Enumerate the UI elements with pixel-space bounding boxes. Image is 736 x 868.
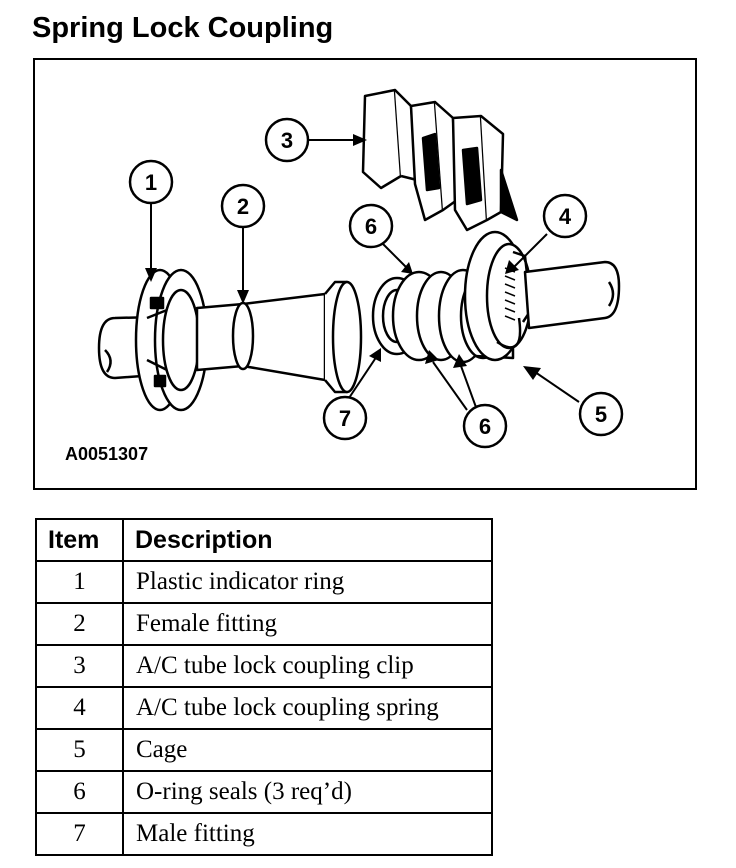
item-description: Female fitting [122,602,493,646]
svg-text:2: 2 [237,194,249,219]
callout-4: 4 [542,193,588,239]
item-description: O-ring seals (3 req’d) [122,770,493,814]
parts-table: Item Description 1 Plastic indicator rin… [35,518,493,856]
indicator-ring [134,268,209,412]
svg-text:5: 5 [595,402,607,427]
table-row: 7 Male fitting [35,812,493,856]
female-fitting [195,280,363,394]
item-number: 4 [35,686,124,730]
table-row: 2 Female fitting [35,602,493,646]
lock-coupling-clip [361,88,519,232]
coupling-illustration: 1 2 3 4 6 7 6 5 [97,88,624,449]
table-header-row: Item Description [35,518,493,562]
table-row: 1 Plastic indicator ring [35,560,493,604]
svg-text:6: 6 [479,414,491,439]
callout-1: 1 [128,159,174,205]
header-item: Item [35,518,124,562]
table-row: 5 Cage [35,728,493,772]
table-row: 4 A/C tube lock coupling spring [35,686,493,730]
item-number: 3 [35,644,124,688]
male-tube [523,260,621,330]
callout-3: 3 [264,117,310,163]
item-description: A/C tube lock coupling clip [122,644,493,688]
leader-arrows [145,134,580,411]
svg-text:6: 6 [365,214,377,239]
table-row: 6 O-ring seals (3 req’d) [35,770,493,814]
svg-text:7: 7 [339,406,351,431]
table-row: 3 A/C tube lock coupling clip [35,644,493,688]
item-description: Cage [122,728,493,772]
item-number: 2 [35,602,124,646]
svg-text:1: 1 [145,170,157,195]
item-description: A/C tube lock coupling spring [122,686,493,730]
page-title: Spring Lock Coupling [32,12,334,44]
figure-id: A0051307 [65,444,149,464]
cage-and-spring [463,230,533,362]
callout-2: 2 [220,183,266,229]
header-description: Description [122,518,493,562]
item-description: Plastic indicator ring [122,560,493,604]
callout-5: 5 [578,391,624,437]
exploded-diagram: 1 2 3 4 6 7 6 5 A0051307 [33,58,697,490]
svg-text:4: 4 [559,204,572,229]
item-number: 6 [35,770,124,814]
item-number: 5 [35,728,124,772]
callout-6-bottom: 6 [462,403,508,449]
item-number: 1 [35,560,124,604]
callout-7: 7 [322,395,368,441]
item-description: Male fitting [122,812,493,856]
svg-text:3: 3 [281,128,293,153]
callout-6-top: 6 [348,203,394,249]
item-number: 7 [35,812,124,856]
